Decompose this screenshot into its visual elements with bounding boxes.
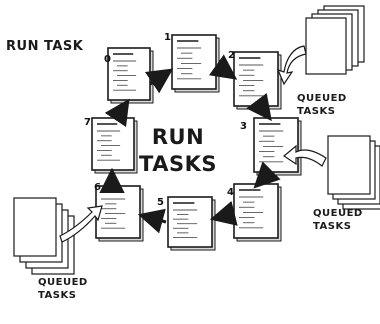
task-number-4: 4 [227,187,234,198]
task-page-0 [107,47,154,104]
task-number-1: 1 [164,32,171,43]
task-page-3 [253,117,302,176]
feed-arrow-left [59,205,103,243]
center-line-1: RUN [151,125,205,149]
task-number-0: 0 [104,54,111,65]
task-page-5 [167,196,216,251]
queued-label-line: QUEUED [38,277,88,288]
queued-stack-right-top [305,5,365,75]
queued-tasks-label-right-top: QUEUED TASKS [297,92,347,118]
arrow-3-to-4 [253,161,281,189]
task-number-2: 2 [228,50,235,61]
arrow-7-to-0 [104,98,130,128]
arrow-2-to-3 [246,92,272,122]
task-number-7: 7 [84,117,91,128]
queued-label-line: QUEUED [297,93,347,104]
arrow-5-to-6 [137,208,167,234]
task-number-6: 6 [94,182,101,193]
arrow-4-to-5 [209,200,238,226]
arrow-1-to-2 [208,54,238,80]
queued-label-line: QUEUED [313,208,363,219]
task-page-1 [171,34,220,93]
queued-label-line: TASKS [38,290,77,301]
task-page-4 [233,183,282,242]
task-page-2 [233,51,282,110]
queued-label-line: TASKS [297,106,336,117]
task-number-5: 5 [157,197,164,208]
center-line-2: TASKS [139,152,217,176]
arrow-0-to-1 [144,68,174,94]
feed-arrow-right-bottom [282,144,327,167]
queued-task-stacks [13,5,380,275]
run-task-label: RUN TASK [6,39,84,54]
cycle-arrows [99,54,281,234]
queued-tasks-label-left: QUEUED TASKS [38,276,88,302]
queued-tasks-label-right-bottom: QUEUED TASKS [313,207,363,233]
queued-label-line: TASKS [313,221,352,232]
feed-arrow-right-top [276,45,307,86]
queued-stack-right-bottom [327,135,380,210]
task-page-6 [95,185,144,242]
run-tasks-center-label: RUN TASKS [128,124,228,178]
task-number-3: 3 [240,121,247,132]
